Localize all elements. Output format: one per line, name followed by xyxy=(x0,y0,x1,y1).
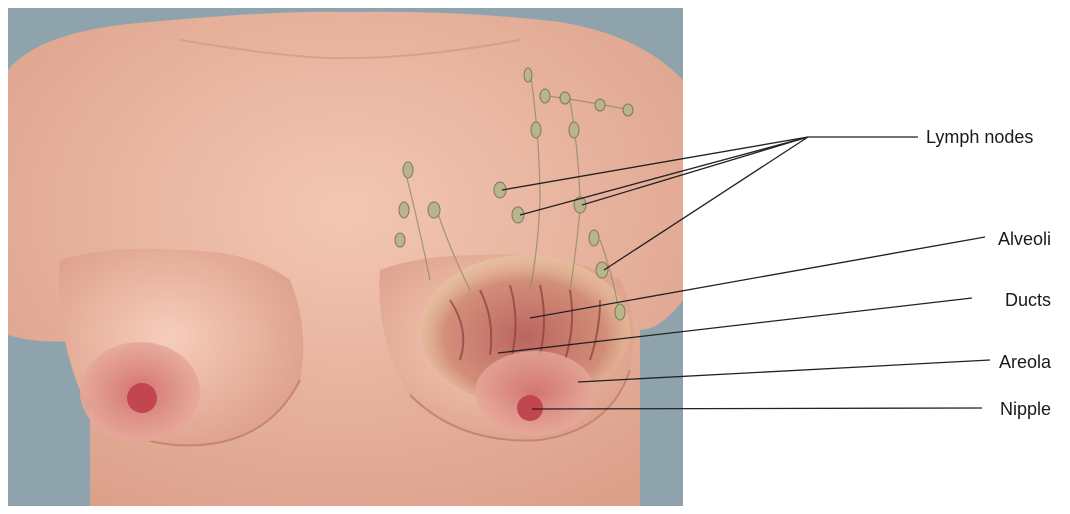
right-areola xyxy=(475,351,595,435)
right-nipple xyxy=(517,395,543,421)
label-areola: Areola xyxy=(999,352,1051,372)
label-lymph-nodes: Lymph nodes xyxy=(926,127,1033,147)
label-nipple: Nipple xyxy=(1000,399,1051,419)
label-alveoli: Alveoli xyxy=(998,229,1051,249)
label-ducts: Ducts xyxy=(1005,290,1051,310)
left-nipple xyxy=(127,383,157,413)
